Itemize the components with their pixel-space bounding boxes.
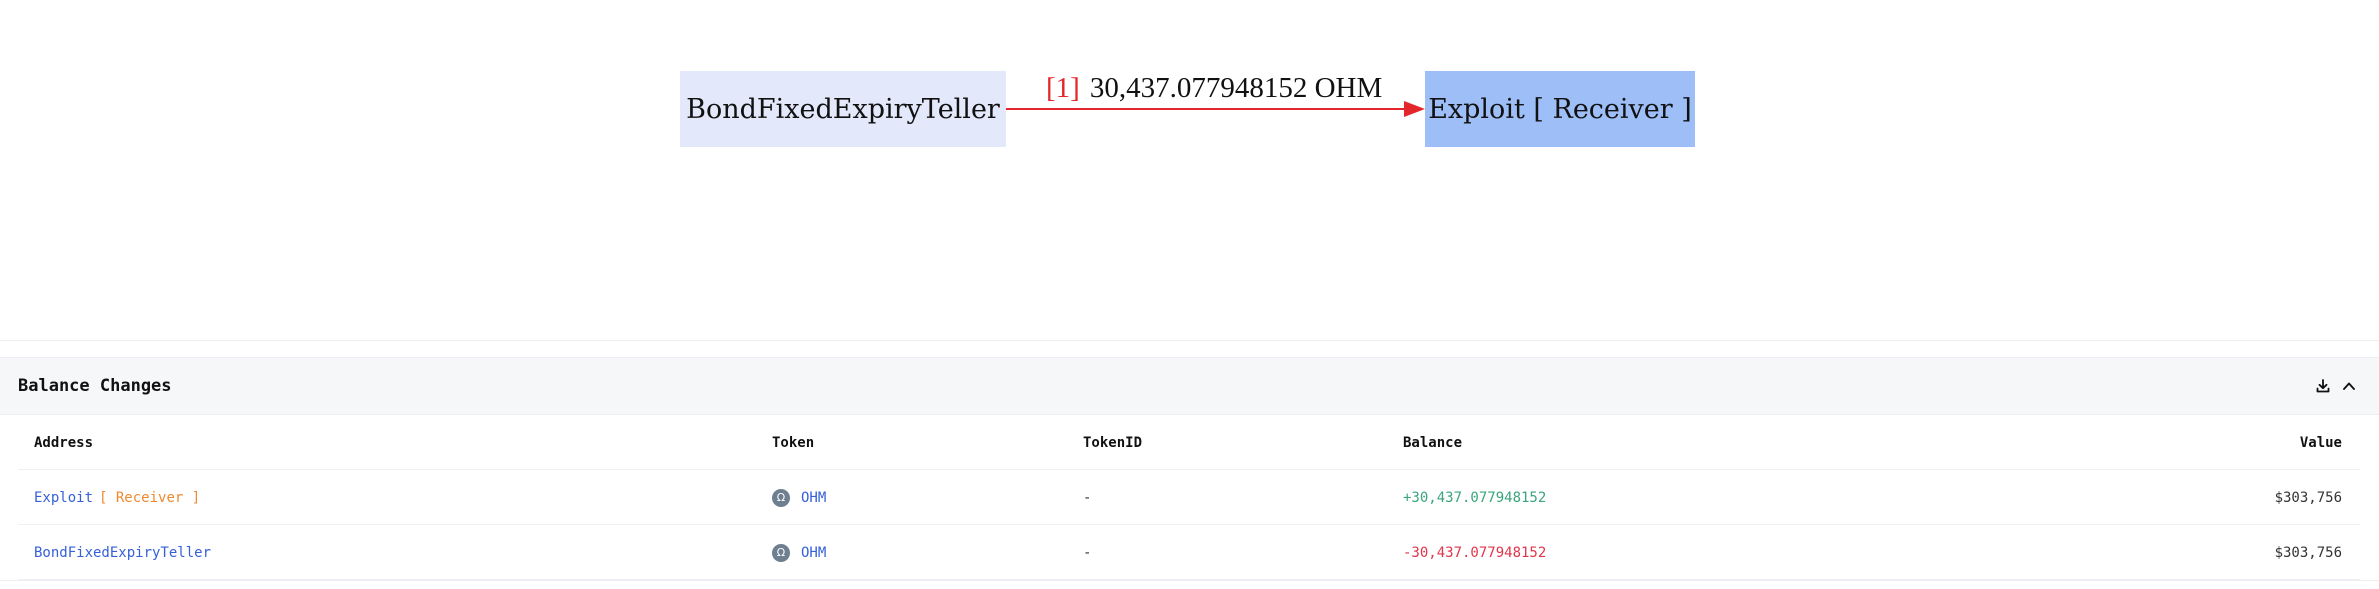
balance-changes-panel: Balance Changes Address Token TokenID Ba… [0, 357, 2379, 589]
column-header-value: Value [2299, 434, 2342, 451]
transfer-graph: BondFixedExpiryTeller [1] 30,437.07794815… [680, 71, 1695, 147]
graph-node-source[interactable]: BondFixedExpiryTeller [680, 71, 1006, 147]
transfer-edge-index: [1] [1046, 72, 1080, 104]
table-row: BondFixedExpiryTeller Ω OHM - -30,437.07… [18, 525, 2360, 580]
address-link[interactable]: Exploit [34, 489, 94, 506]
token-link[interactable]: OHM [801, 544, 827, 561]
address-cell: BondFixedExpiryTeller [34, 525, 211, 580]
transfer-edge-amount: 30,437.077948152 OHM [1089, 72, 1383, 104]
tokenid-cell: - [1083, 489, 1092, 506]
column-header-balance: Balance [1403, 434, 1463, 451]
panel-header: Balance Changes [0, 357, 2379, 415]
panel-title: Balance Changes [18, 376, 172, 396]
balance-cell: -30,437.077948152 [1403, 544, 1547, 561]
ohm-token-icon: Ω [772, 543, 790, 562]
transfer-edge [1006, 101, 1425, 117]
balance-table: Address Token TokenID Balance Value Expl… [18, 415, 2360, 580]
token-link[interactable]: OHM [801, 489, 827, 506]
graph-node-target-label: Exploit [ Receiver ] [1428, 93, 1692, 125]
column-header-tokenid: TokenID [1083, 434, 1143, 451]
graph-node-source-label: BondFixedExpiryTeller [686, 93, 1000, 125]
value-cell: $303,756 [2274, 489, 2342, 506]
address-tag: [ Receiver ] [99, 489, 201, 506]
value-cell: $303,756 [2274, 544, 2342, 561]
token-cell: Ω OHM [772, 525, 826, 580]
tokenid-cell: - [1083, 544, 1092, 561]
bottom-divider [0, 580, 2379, 581]
address-link[interactable]: BondFixedExpiryTeller [34, 544, 212, 561]
table-header-row: Address Token TokenID Balance Value [18, 415, 2360, 470]
column-header-token: Token [772, 434, 815, 451]
graph-node-target[interactable]: Exploit [ Receiver ] [1425, 71, 1695, 147]
token-cell: Ω OHM [772, 470, 826, 525]
ohm-token-icon: Ω [772, 488, 790, 507]
download-icon[interactable] [2312, 375, 2334, 397]
column-header-address: Address [34, 434, 94, 451]
chevron-up-icon[interactable] [2338, 375, 2360, 397]
transfer-edge-arrowhead [1404, 101, 1425, 117]
transfer-edge-label: [1] 30,437.077948152 OHM [1046, 72, 1382, 105]
balance-cell: +30,437.077948152 [1403, 489, 1547, 506]
address-cell: Exploit [ Receiver ] [34, 470, 200, 525]
graph-divider [0, 340, 2379, 341]
table-row: Exploit [ Receiver ] Ω OHM - +30,437.077… [18, 470, 2360, 525]
